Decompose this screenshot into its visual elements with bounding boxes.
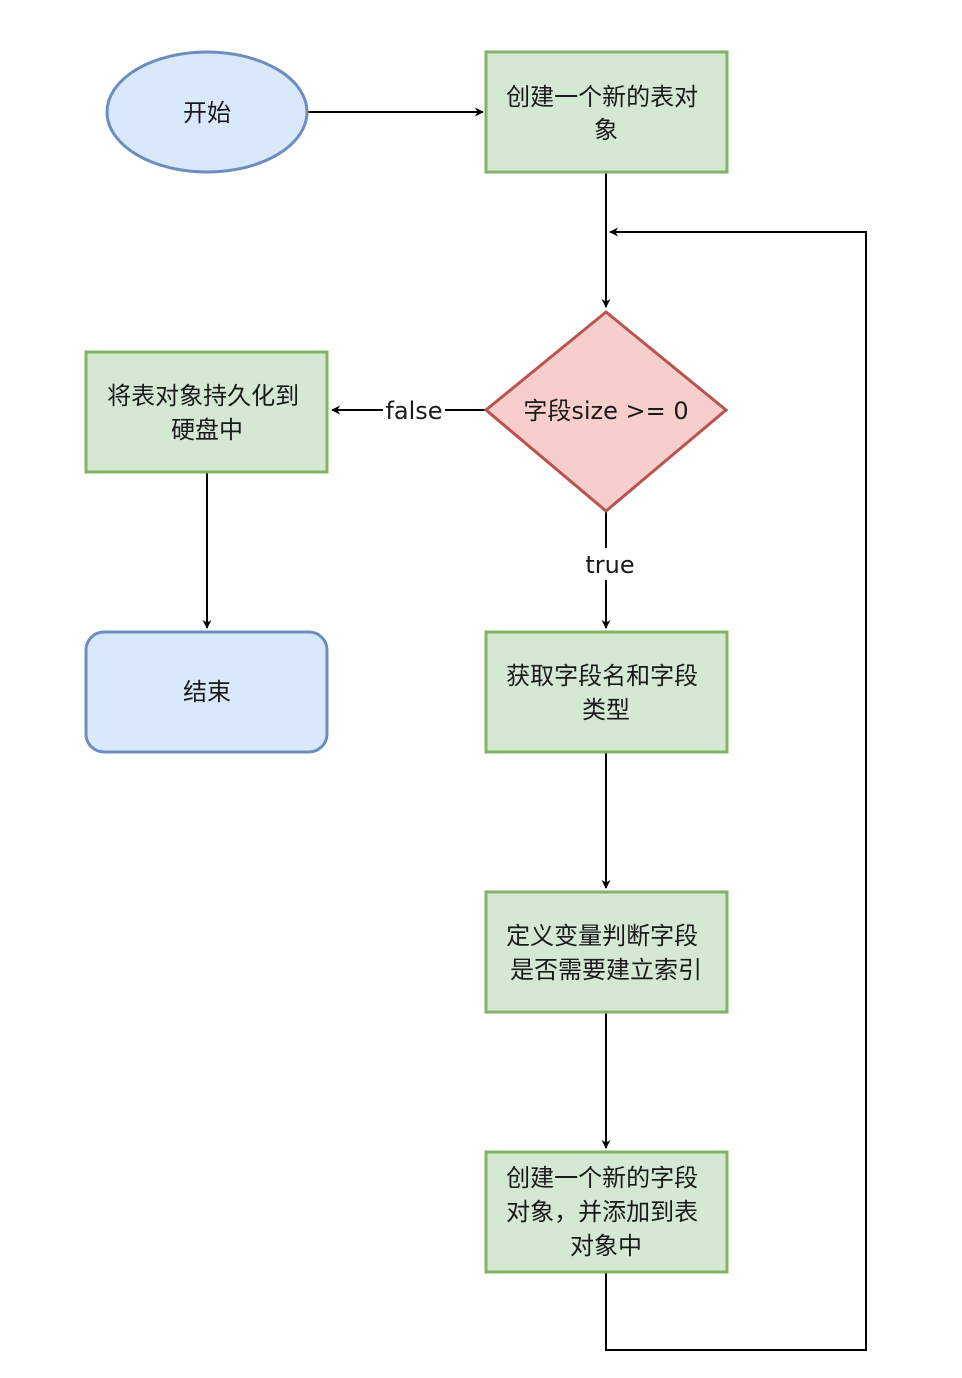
edge-create-field-loop-back: [605, 227, 867, 1351]
edge-label-true: true: [585, 551, 634, 579]
create-field-label: 创建一个新的字段 对象，并添加到表 对象中: [506, 1164, 706, 1260]
persist-node[interactable]: [84, 350, 329, 474]
decision-node[interactable]: [483, 310, 729, 513]
get-field-label: 获取字段名和字段 类型: [506, 662, 706, 724]
nodes-layer: 开始 创建一个新的表对 象 字段size >= 0 将表对象持久化到 硬盘中 结…: [84, 50, 729, 1274]
decision-label: 字段size >= 0: [523, 397, 688, 425]
start-node[interactable]: [105, 50, 309, 174]
create-table-label: 创建一个新的表对 象: [506, 83, 706, 144]
define-var-node[interactable]: [484, 890, 729, 1014]
define-var-label: 定义变量判断字段 是否需要建立索引: [506, 922, 706, 984]
edge-labels-layer: false true: [383, 396, 638, 580]
create-table-node[interactable]: [484, 50, 729, 174]
get-field-node[interactable]: [484, 630, 729, 754]
end-label: 结束: [183, 678, 231, 706]
edge-label-false: false: [385, 397, 442, 425]
edge-label-true-bg: [582, 548, 638, 580]
end-node[interactable]: [84, 630, 329, 754]
edge-label-false-bg: [383, 396, 445, 424]
start-label: 开始: [183, 99, 231, 127]
persist-label: 将表对象持久化到 硬盘中: [107, 382, 307, 444]
create-field-node[interactable]: [484, 1150, 729, 1274]
